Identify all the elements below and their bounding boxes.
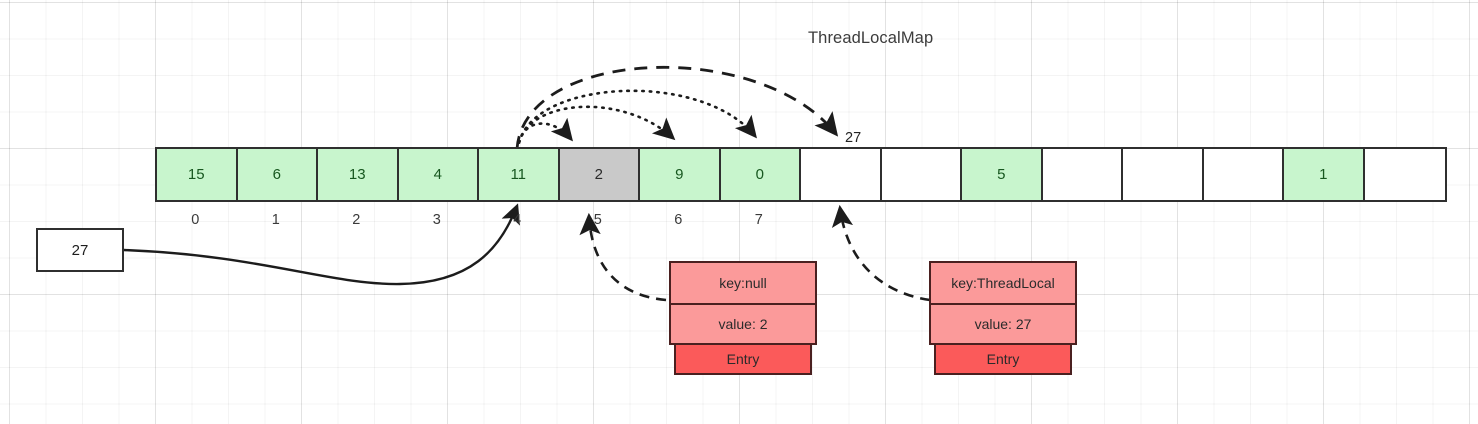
entry-value-row: value: 27 [929,303,1077,345]
array-index-6: 6 [674,212,683,228]
insert-arc-slot8 [515,65,839,150]
entry-key-text: key:null [719,275,767,291]
array-cell-4[interactable]: 11 [479,149,560,200]
entry-value-text: value: 2 [718,316,768,332]
array-cell-5[interactable]: 2 [559,149,640,200]
link-entry1-to-slot5 [579,212,667,302]
link-entry2-to-slot8 [831,204,931,302]
probe-arc-slot7 [516,89,757,152]
threadlocalmap-array: 15 6 13 4 11 2 9 0 5 [155,147,1447,202]
array-cell-13[interactable] [1203,149,1284,200]
array-cell-9[interactable] [881,149,962,200]
entry-value-text: value: 27 [974,316,1032,332]
array-index-3: 3 [432,212,441,228]
array-cell-0-value: 15 [187,166,205,183]
entry-type-tag: Entry [934,345,1072,375]
array-index-0: 0 [191,212,200,228]
array-cell-7[interactable]: 0 [720,149,801,200]
entry-card-threadlocal-key[interactable]: key:ThreadLocal value: 27 Entry [929,261,1077,375]
entry-type-tag: Entry [674,345,812,375]
array-index-4: 4 [513,212,522,228]
entry-type-text: Entry [986,351,1020,367]
array-cell-10-value: 5 [997,166,1006,183]
entry-type-text: Entry [726,351,760,367]
array-index-2: 2 [352,212,361,228]
array-cell-1[interactable]: 6 [237,149,318,200]
array-cell-14-value: 1 [1319,166,1328,183]
array-cell-2[interactable]: 13 [318,149,399,200]
entry-key-row: key:ThreadLocal [929,261,1077,303]
array-cell-12[interactable] [1123,149,1204,200]
array-index-5: 5 [593,212,602,228]
entry-key-row: key:null [669,261,817,303]
array-cell-7-value: 0 [755,166,764,183]
array-cell-5-value: 2 [594,166,603,183]
array-cell-14[interactable]: 1 [1284,149,1365,200]
page-title: ThreadLocalMap [808,29,934,47]
source-value-text: 27 [71,241,89,259]
array-index-1: 1 [271,212,280,228]
entry-key-text: key:ThreadLocal [951,275,1055,291]
array-cell-3-value: 4 [433,166,442,183]
array-cell-2-value: 13 [348,166,366,183]
array-cell-4-value: 11 [510,166,527,183]
array-cell-1-value: 6 [272,166,281,183]
array-cell-0[interactable]: 15 [157,149,238,200]
array-cell-11[interactable] [1042,149,1123,200]
array-cell-15[interactable] [1364,149,1445,200]
insert-value-label: 27 [845,130,862,146]
array-cell-8[interactable] [801,149,882,200]
probe-arc-slot6 [516,105,676,152]
array-cell-3[interactable]: 4 [398,149,479,200]
entry-value-row: value: 2 [669,303,817,345]
source-value-box[interactable]: 27 [36,228,124,272]
array-cell-6-value: 9 [675,166,684,183]
array-cell-6[interactable]: 9 [640,149,721,200]
array-cell-10[interactable]: 5 [962,149,1043,200]
array-index-7: 7 [754,212,763,228]
entry-card-null-key[interactable]: key:null value: 2 Entry [669,261,817,375]
